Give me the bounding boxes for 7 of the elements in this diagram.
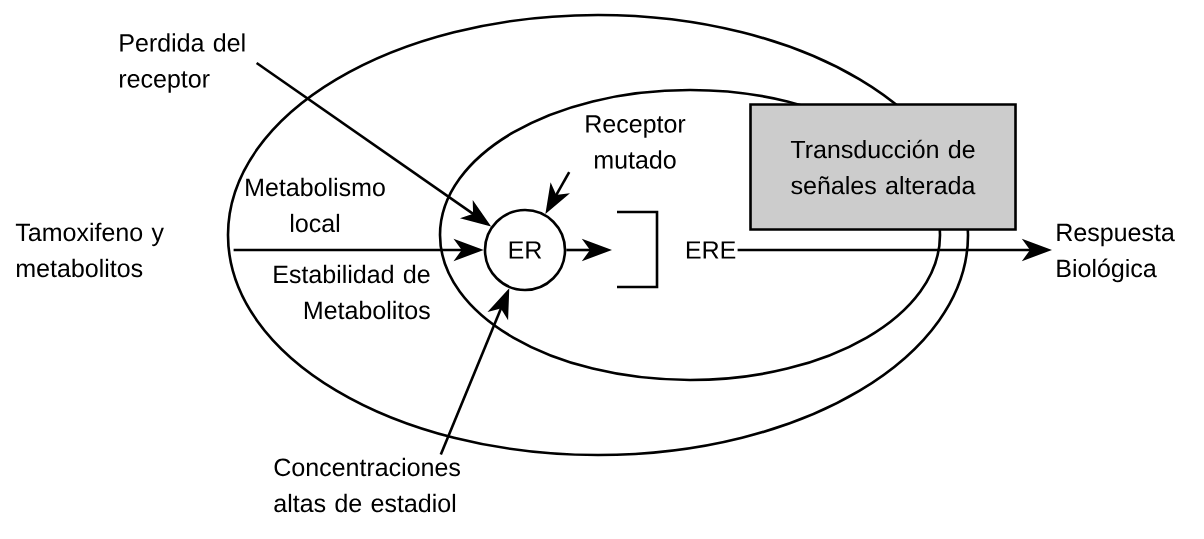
text-label: Receptor mutado — [586, 115, 686, 169]
bracket-label: ERE — [617, 210, 736, 289]
process-box: Transducción de señales alterada — [749, 103, 1017, 231]
text-label: Respuesta Biológica — [1057, 223, 1175, 283]
text-label: Perdida del receptor — [119, 33, 245, 93]
text-label: Tamoxifeno y metabolitos — [15, 222, 164, 278]
text-label: Concentraciones altas de estadiol — [274, 457, 460, 513]
